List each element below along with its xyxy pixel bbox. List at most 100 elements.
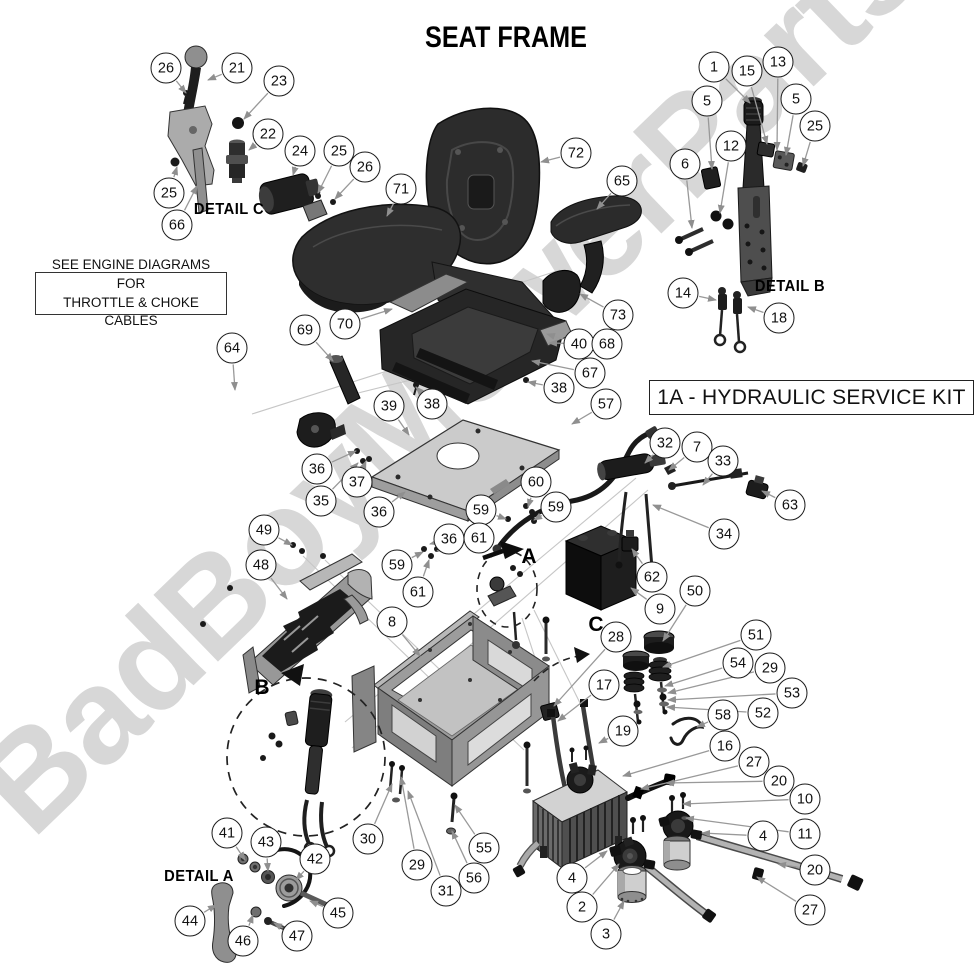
leader-19 (598, 736, 609, 744)
leader-73 (579, 293, 604, 308)
leader-9 (630, 587, 648, 600)
detail-a-label: DETAIL A (164, 868, 234, 885)
leader-26 (175, 80, 187, 94)
leader-13 (773, 78, 781, 151)
leader-21 (207, 73, 223, 81)
detail-b-label: DETAIL B (754, 278, 826, 295)
section-letter-a: A (521, 545, 537, 568)
leader-27 (640, 765, 739, 791)
detail-c-shifter (167, 45, 336, 222)
note-line-2: THROTTLE & CHOKE CABLES (63, 294, 199, 329)
oil-cooler (512, 699, 676, 878)
leader-25 (171, 166, 178, 178)
leader-45 (309, 900, 324, 908)
leader-15 (750, 86, 769, 145)
leader-68 (548, 339, 591, 347)
leader-56 (451, 830, 468, 864)
leader-59 (496, 512, 507, 520)
leader-34 (652, 504, 709, 529)
leader-64 (230, 364, 238, 391)
leader-66 (183, 185, 198, 211)
leader-2 (592, 863, 620, 895)
leader-35 (332, 462, 359, 490)
leader-71 (386, 203, 394, 217)
leader-61 (422, 559, 430, 577)
leader-28 (553, 648, 606, 707)
leader-70 (360, 308, 393, 320)
leader-72 (540, 156, 561, 164)
leader-58 (696, 720, 709, 728)
leader-6 (686, 180, 695, 229)
leader-25 (317, 165, 333, 194)
leader-52 (666, 704, 747, 713)
side-plate (200, 542, 373, 694)
leader-5 (707, 117, 715, 170)
leader-61 (436, 542, 464, 552)
leader-4 (701, 829, 747, 837)
leader-62 (631, 548, 643, 564)
section-letter-c: C (588, 613, 604, 636)
leader-51 (662, 639, 741, 668)
hydraulic-kit-label: 1A - HYDRAULIC SERVICE KIT (657, 385, 966, 409)
leader-27 (756, 876, 797, 902)
leader-11 (685, 815, 789, 833)
hydraulic-kit-box: 1A - HYDRAULIC SERVICE KIT (649, 380, 974, 415)
leader-40 (546, 333, 564, 340)
leader-8 (401, 634, 421, 657)
leader-18 (747, 306, 764, 314)
leader-30 (374, 783, 393, 825)
leader-31 (407, 790, 441, 876)
leader-53 (667, 693, 776, 704)
leader-4 (584, 850, 608, 869)
leader-20 (665, 779, 763, 787)
leader-38 (415, 386, 425, 396)
leader-39 (397, 419, 410, 436)
leader-46 (246, 914, 254, 926)
leader-60 (527, 497, 534, 508)
main-frame (351, 610, 560, 835)
section-letter-b: B (254, 676, 270, 699)
leader-37 (359, 460, 367, 470)
detail-b-lever (675, 97, 808, 354)
leader-59 (533, 512, 543, 521)
leader-12 (717, 162, 729, 214)
seat-base-plate (370, 377, 561, 559)
leader-41 (235, 846, 246, 861)
leader-54 (664, 667, 723, 687)
leader-23 (243, 92, 269, 120)
leader-29 (398, 776, 415, 849)
armrest-right (550, 195, 642, 294)
leader-25 (801, 141, 811, 167)
detail-c-label: DETAIL C (193, 201, 265, 218)
leader-5 (783, 115, 794, 156)
leader-67 (531, 359, 574, 371)
leader-38 (527, 380, 543, 387)
detail-arrow-c (533, 647, 590, 682)
leader-29 (667, 671, 755, 695)
note-line-1: SEE ENGINE DIAGRAMS FOR (51, 256, 211, 291)
leader-3 (613, 900, 625, 920)
leader-17 (557, 694, 592, 722)
leader-63 (761, 490, 776, 499)
leader-26 (334, 178, 355, 200)
leader-69 (315, 341, 334, 362)
pump-filter-assemblies (609, 792, 864, 923)
leader-50 (662, 604, 687, 642)
seat-pan-assembly (296, 261, 581, 499)
page-title: SEAT FRAME (425, 21, 587, 54)
leader-44 (203, 904, 217, 913)
leader-47 (273, 922, 283, 930)
detail-a-parts (211, 847, 345, 963)
engine-note-box: SEE ENGINE DIAGRAMS FOR THROTTLE & CHOKE… (35, 257, 227, 328)
leader-24 (291, 166, 299, 176)
leader-7 (668, 456, 685, 471)
detail-circle-a (476, 541, 538, 649)
leader-14 (699, 294, 717, 302)
leader-42 (295, 870, 305, 881)
leader-49 (278, 537, 293, 546)
leader-59 (411, 551, 424, 559)
leader-22 (248, 142, 258, 151)
leader-43 (263, 858, 271, 872)
leader-48 (270, 577, 288, 600)
